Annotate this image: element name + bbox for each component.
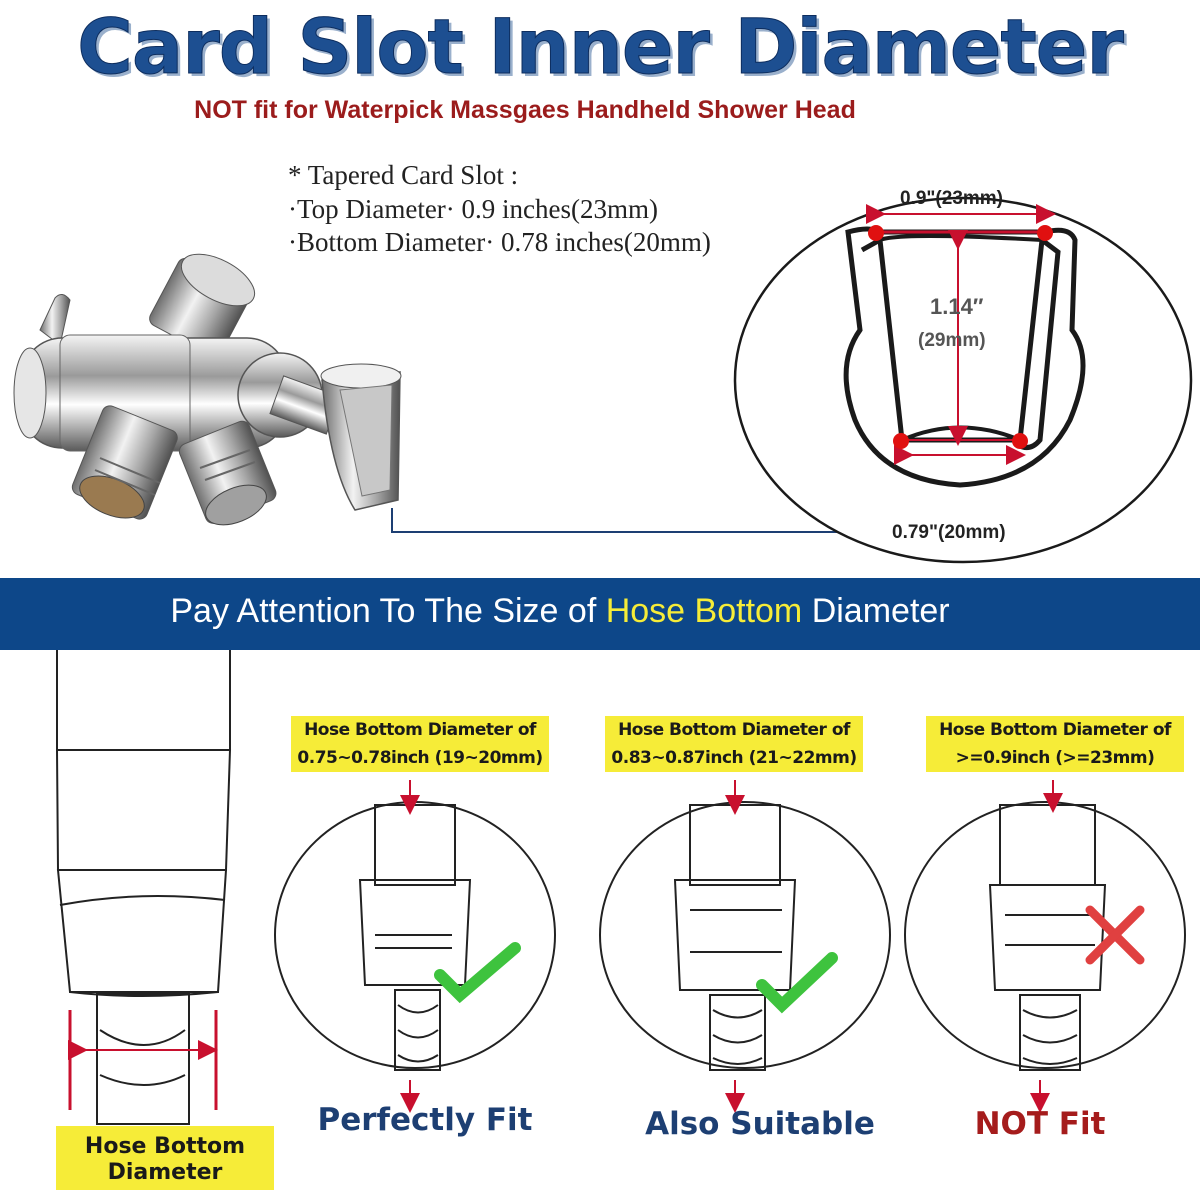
slot-height-inches: 1.14″ bbox=[930, 294, 984, 319]
check-icon bbox=[756, 952, 838, 1014]
comparison-circles bbox=[274, 780, 1186, 1113]
verdict-not-fit: NOT Fit bbox=[974, 1106, 1106, 1142]
attention-banner-text: Pay Attention To The Size of Hose Bottom… bbox=[0, 592, 1120, 631]
measure-point bbox=[868, 225, 884, 241]
spec-bottom-diameter: ·Bottom Diameter· 0.78 inches(20mm) bbox=[288, 227, 711, 257]
attention-banner bbox=[0, 578, 1200, 650]
option-circle-not-fit bbox=[904, 780, 1186, 1113]
slot-top-width: 0.9"(23mm) bbox=[900, 188, 1003, 209]
cross-icon bbox=[1085, 905, 1145, 965]
option-label-range: 0.83~0.87inch (21~22mm) bbox=[611, 748, 857, 768]
option-label-not-fit: Hose Bottom Diameter of >=0.9inch (>=23m… bbox=[926, 716, 1184, 772]
verdict-perfectly-fit: Perfectly Fit bbox=[317, 1102, 533, 1138]
banner-highlight: Hose Bottom bbox=[605, 592, 803, 630]
option-circle-suitable bbox=[599, 780, 891, 1113]
banner-suffix: Diameter bbox=[802, 592, 950, 630]
option-label-range: 0.75~0.78inch (19~20mm) bbox=[297, 748, 543, 768]
slot-bottom-width: 0.79"(20mm) bbox=[892, 522, 1006, 543]
hose-bottom-diameter-label: Hose Bottom Diameter bbox=[56, 1126, 274, 1190]
option-label-line: Hose Bottom Diameter of bbox=[304, 720, 536, 740]
spec-top-diameter: ·Top Diameter· 0.9 inches(23mm) bbox=[288, 194, 658, 224]
callout-line bbox=[391, 508, 850, 533]
hose-illustration bbox=[55, 650, 232, 1125]
hose-label-line1: Hose Bottom bbox=[84, 1134, 246, 1159]
option-circle-fit bbox=[274, 780, 556, 1113]
check-icon bbox=[434, 942, 521, 1004]
page-title: Card Slot Inner Diameter bbox=[77, 2, 1125, 92]
slot-height-mm: (29mm) bbox=[918, 330, 986, 351]
card-slot-diagram bbox=[733, 196, 1193, 564]
option-label-line: Hose Bottom Diameter of bbox=[939, 720, 1171, 740]
verdict-also-suitable: Also Suitable bbox=[645, 1106, 875, 1142]
spec-heading: * Tapered Card Slot : bbox=[288, 160, 519, 190]
hose-label-line2: Diameter bbox=[107, 1160, 223, 1185]
option-label-fit: Hose Bottom Diameter of 0.75~0.78inch (1… bbox=[291, 716, 549, 772]
option-label-line: Hose Bottom Diameter of bbox=[618, 720, 850, 740]
page-subtitle: NOT fit for Waterpick Massgaes Handheld … bbox=[194, 96, 856, 124]
option-label-suitable: Hose Bottom Diameter of 0.83~0.87inch (2… bbox=[605, 716, 863, 772]
measure-point bbox=[1037, 225, 1053, 241]
diverter-valve-image bbox=[13, 253, 402, 526]
measure-point bbox=[1012, 433, 1028, 449]
option-label-range: >=0.9inch (>=23mm) bbox=[955, 748, 1155, 768]
measure-point bbox=[893, 433, 909, 449]
banner-prefix: Pay Attention To The Size of bbox=[170, 592, 606, 630]
